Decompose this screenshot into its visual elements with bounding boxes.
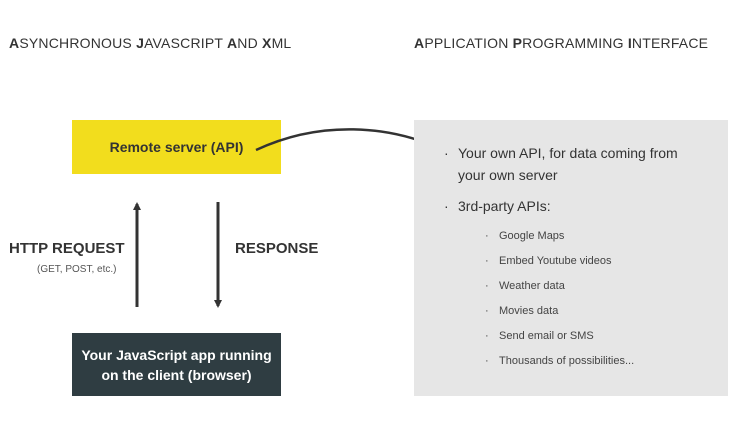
list-item: 3rd-party APIs: Google Maps Embed Youtub… [444,195,678,374]
heading-letter: P [512,35,523,51]
own-api-line2: your own server [458,167,558,183]
client-app-label-line2: on the client (browser) [101,366,252,383]
http-request-methods-label: (GET, POST, etc.) [37,264,117,275]
heading-text: ML [271,35,292,51]
third-party-api-list: Google Maps Embed Youtube videos Weather… [485,224,678,374]
heading-letter: X [262,35,272,51]
remote-server-box: Remote server (API) [72,120,281,174]
heading-text: PPLICATION [424,35,513,51]
heading-text: NTERFACE [631,35,709,51]
api-heading: APPLICATION PROGRAMMING INTERFACE [414,35,708,51]
http-request-label: HTTP REQUEST [9,240,125,257]
ajax-heading: ASYNCHRONOUS JAVASCRIPT AND XML [9,35,291,51]
list-item: Embed Youtube videos [485,249,678,274]
heading-text: ROGRAMMING [522,35,628,51]
list-item: Google Maps [485,224,678,249]
api-examples-panel: Your own API, for data coming from your … [414,120,728,396]
heading-text: AVASCRIPT [144,35,227,51]
client-app-label-line1: Your JavaScript app running [81,346,272,363]
heading-text: ND [237,35,263,51]
list-item: Send email or SMS [485,324,678,349]
list-item: Thousands of possibilities... [485,349,678,374]
client-app-box: Your JavaScript app running on the clien… [72,333,281,396]
response-label: RESPONSE [235,240,319,257]
third-party-api-label: 3rd-party APIs: [458,198,551,214]
heading-text: SYNCHRONOUS [19,35,137,51]
list-item: Weather data [485,274,678,299]
own-api-line1: Your own API, for data coming from [458,145,678,161]
api-types-list: Your own API, for data coming from your … [444,142,678,374]
heading-letter: A [414,35,425,51]
list-item: Your own API, for data coming from your … [444,142,678,186]
heading-letter: J [136,35,145,51]
remote-server-label: Remote server (API) [109,139,244,155]
list-item: Movies data [485,299,678,324]
heading-letter: I [627,35,632,51]
heading-letter: A [226,35,238,51]
heading-letter: A [9,35,20,51]
